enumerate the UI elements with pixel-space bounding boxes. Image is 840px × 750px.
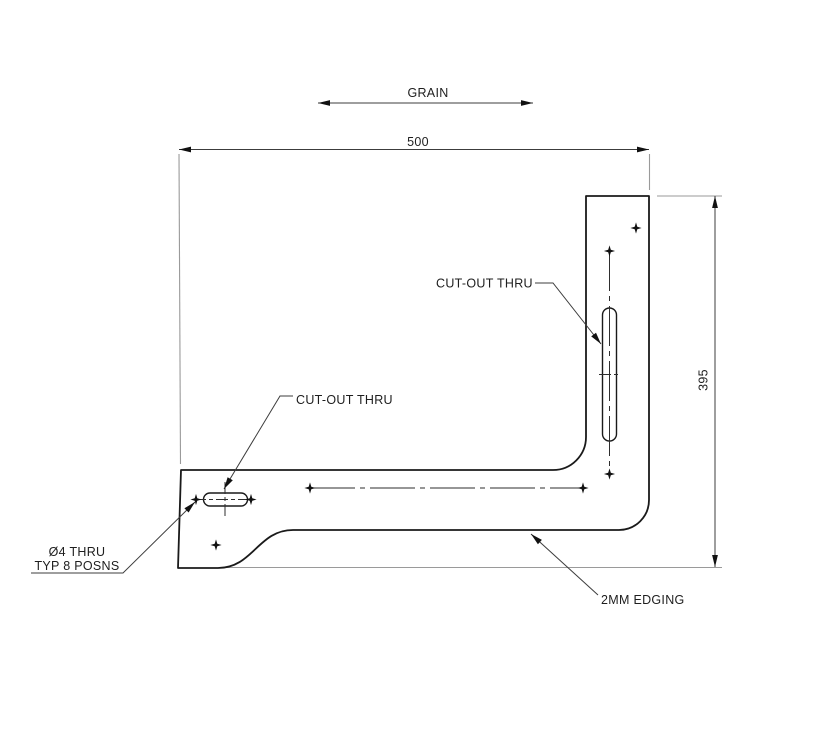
dimension-height: 395	[697, 196, 718, 567]
hole-note-arrowhead	[184, 502, 195, 513]
part-outline	[177, 195, 650, 569]
position-marker-icon	[304, 482, 316, 494]
position-marker-icon	[245, 493, 257, 506]
position-marker-icon	[603, 245, 616, 257]
cutout-left-arrowhead	[224, 477, 233, 489]
position-marker-icon	[603, 468, 616, 480]
width-dimension-value: 500	[407, 135, 429, 149]
dimension-width: 500	[179, 135, 649, 153]
height-arrowhead-top	[712, 196, 718, 208]
callout-edging: 2MM EDGING	[530, 533, 685, 607]
position-marker-icon	[190, 493, 202, 506]
callout-cutout-left: CUT-OUT THRU	[223, 393, 393, 490]
horizontal-slot-cutout	[202, 492, 249, 507]
edging-arrowhead	[531, 534, 542, 545]
height-dimension-value: 395	[697, 369, 711, 391]
position-marker-icon	[577, 482, 589, 494]
height-arrowhead-bottom	[712, 555, 718, 567]
position-marker-icon	[630, 222, 642, 234]
hole-note-line1: Ø4 THRU	[49, 545, 106, 559]
hole-markers-layer	[190, 222, 642, 551]
callout-hole-note: Ø4 THRU TYP 8 POSNS	[31, 501, 196, 574]
grain-arrow: GRAIN	[318, 86, 533, 106]
cutout-right-label: CUT-OUT THRU	[436, 277, 533, 291]
callout-cutout-right: CUT-OUT THRU	[436, 277, 602, 345]
cutout-left-label: CUT-OUT THRU	[296, 393, 393, 407]
cutout-right-arrowhead	[591, 332, 601, 344]
hole-note-line2: TYP 8 POSNS	[34, 559, 119, 573]
extension-line-width-left	[178, 153, 182, 465]
width-arrowhead-left	[179, 146, 191, 153]
grain-label: GRAIN	[407, 86, 448, 100]
position-marker-icon	[210, 539, 222, 551]
edging-label: 2MM EDGING	[601, 593, 685, 607]
width-arrowhead-right	[637, 146, 649, 153]
vertical-slot-cutout	[601, 307, 618, 442]
grain-arrowhead-left	[318, 100, 330, 106]
grain-arrowhead-right	[521, 100, 533, 106]
